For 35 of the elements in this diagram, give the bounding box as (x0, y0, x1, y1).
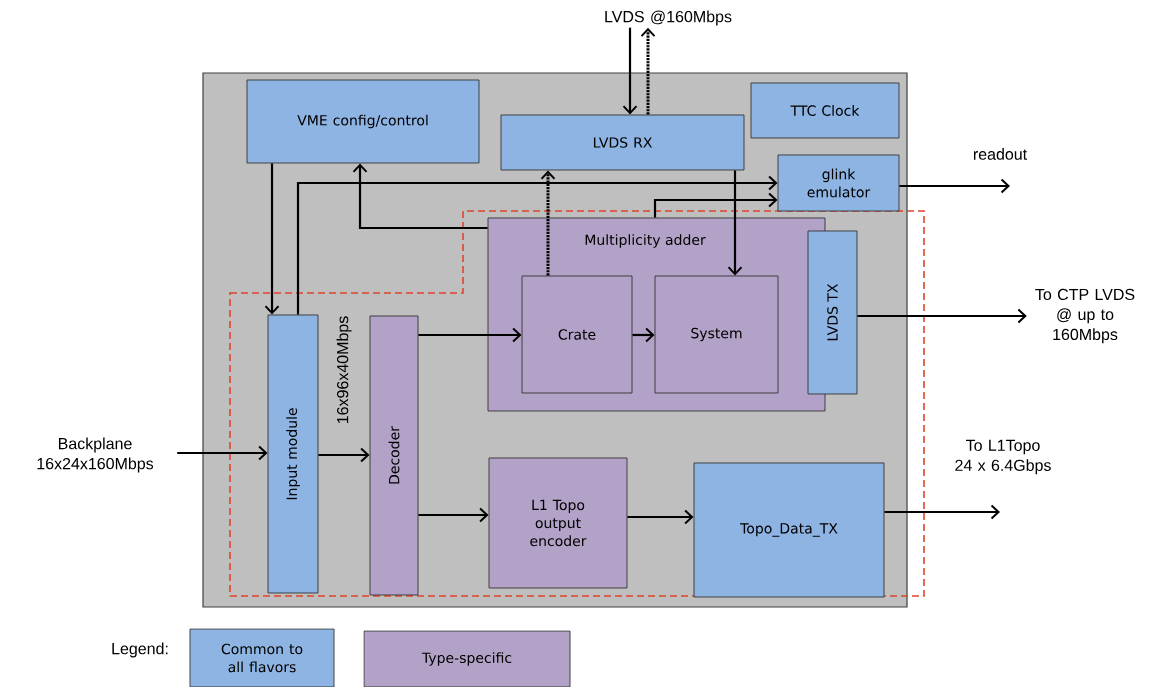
module-box: TTC Clock (750, 82, 900, 139)
arrow (884, 504, 1000, 520)
arrow (622, 27, 638, 115)
module-box: Topo_Data_TX (693, 462, 885, 598)
arrow (177, 445, 268, 461)
module-box: VME config/control (246, 79, 480, 164)
arrow (727, 170, 743, 276)
arrow (418, 507, 489, 523)
arrow (632, 327, 655, 343)
arrow (296, 175, 778, 315)
signal-label: LVDS @160Mbps (605, 10, 732, 26)
module-box: L1 Topo output encoder (488, 457, 628, 589)
dotted-arrow (540, 170, 556, 276)
arrow (418, 327, 522, 343)
signal-label: Backplane 16x24x160Mbps (37, 437, 154, 473)
module-box: Decoder (369, 315, 419, 596)
module-box: Crate (521, 275, 633, 394)
arrow (318, 447, 370, 463)
legend-title: Legend: (112, 642, 168, 658)
arrow (857, 308, 1027, 324)
edge-label: readout (973, 148, 1027, 160)
arrow (653, 192, 778, 218)
module-box: System (654, 275, 779, 394)
module-box: LVDS TX (807, 230, 858, 395)
arrow (264, 163, 280, 315)
arrow (899, 178, 1010, 194)
edge-label: To L1Topo 24 x 6.4Gbps (955, 439, 1051, 475)
edge-label: 16x96x40Mbps (336, 316, 352, 424)
module-box: LVDS RX (500, 114, 745, 171)
arrow (352, 163, 488, 230)
signal-label: To CTP LVDS @ up to 160Mbps (1035, 288, 1135, 344)
dotted-arrow (640, 27, 656, 115)
module-box: glink emulator (777, 154, 900, 212)
module-box: Input module (267, 314, 319, 594)
arrow (627, 509, 694, 525)
